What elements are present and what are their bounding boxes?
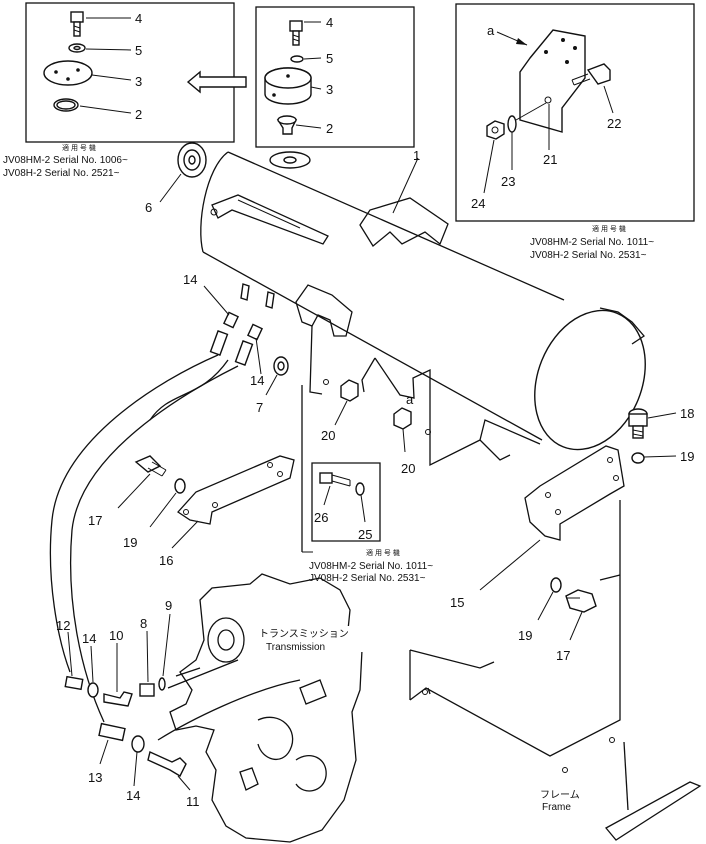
callout-14d: 14	[126, 788, 140, 803]
callout-10: 10	[109, 628, 123, 643]
callout-6: 6	[145, 200, 152, 215]
callout-21: 21	[543, 152, 557, 167]
washer-19a	[631, 452, 645, 464]
tank-support-brackets	[295, 284, 541, 467]
inset-top-left: 4 5 3 2	[25, 2, 235, 143]
clamp-14d	[131, 735, 145, 753]
callout-17a: 17	[88, 513, 102, 528]
callout-18: 18	[680, 406, 694, 421]
bolt-17a	[134, 455, 167, 477]
transmission	[167, 573, 363, 843]
callout-11: 11	[186, 794, 200, 809]
serial-top-left-2: JV08H-2 Serial No. 2521~	[3, 168, 120, 179]
clamp-14b	[247, 323, 263, 341]
air-tank	[200, 151, 646, 451]
callout-23: 23	[501, 174, 515, 189]
callout-5b: 5	[326, 51, 333, 66]
fitting-hose-a	[209, 330, 229, 356]
transmission-label: Transmission	[266, 642, 325, 653]
serial-top-left-1: JV08HM-2 Serial No. 1006~	[3, 155, 128, 166]
callout-7: 7	[256, 400, 263, 415]
bracket-15	[524, 445, 625, 541]
callout-a2: a	[406, 392, 414, 407]
callout-19a: 19	[680, 449, 694, 464]
callout-15: 15	[450, 595, 464, 610]
inset-middle: 26 25	[301, 385, 381, 553]
bolt-17b	[565, 589, 597, 613]
callout-14a: 14	[183, 272, 197, 287]
callout-2a: 2	[135, 107, 142, 122]
drain-cap	[177, 142, 207, 178]
frame	[409, 500, 702, 841]
serial-middle-2: JV08H-2 Serial No. 2531~	[309, 573, 426, 584]
inset-top-right: a 22 21 23 24	[455, 3, 695, 222]
callout-26: 26	[314, 510, 328, 525]
callout-14c: 14	[82, 631, 96, 646]
callout-4a: 4	[135, 11, 142, 26]
inset-top-middle: 4 5 3 2	[255, 6, 415, 148]
callout-4b: 4	[326, 15, 333, 30]
serial-heading-middle: 適 用 号 機	[366, 548, 400, 557]
fitting-13	[98, 722, 126, 742]
fitting-12	[64, 675, 84, 691]
serial-top-right-2: JV08H-2 Serial No. 2531~	[530, 250, 647, 261]
callout-3b: 3	[326, 82, 333, 97]
frame-label-jp: フレーム	[540, 789, 580, 801]
callout-19b: 19	[123, 535, 137, 550]
callout-20a: 20	[321, 428, 335, 443]
arrow-left-icon	[186, 70, 247, 94]
oring-9	[158, 677, 166, 691]
clamp-14a	[223, 311, 239, 329]
washer-19b	[174, 478, 186, 494]
callout-3a: 3	[135, 74, 142, 89]
serial-top-right-1: JV08HM-2 Serial No. 1011~	[530, 237, 654, 248]
clamp-14c	[87, 682, 99, 698]
callout-13: 13	[88, 770, 102, 785]
elbow-11	[147, 751, 187, 777]
serial-middle-1: JV08HM-2 Serial No. 1011~	[309, 561, 433, 572]
callout-19c: 19	[518, 628, 532, 643]
elbow-10	[103, 691, 133, 707]
callout-5a: 5	[135, 43, 142, 58]
callout-14b: 14	[250, 373, 264, 388]
callout-16: 16	[159, 553, 173, 568]
bracket-16	[177, 455, 295, 525]
callout-2b: 2	[326, 121, 333, 136]
callout-24: 24	[471, 196, 485, 211]
adapter-8	[139, 683, 155, 697]
callout-12: 12	[56, 618, 70, 633]
callout-20b: 20	[401, 461, 415, 476]
fitting-7	[273, 356, 289, 376]
callout-9: 9	[165, 598, 172, 613]
nut-20a	[340, 379, 359, 402]
bolt-18	[628, 408, 648, 439]
frame-label: Frame	[542, 802, 571, 813]
air-hoses	[49, 354, 301, 741]
callout-25: 25	[358, 527, 372, 542]
nut-20b	[393, 407, 412, 430]
serial-heading-top-right: 適 用 号 機	[592, 224, 626, 233]
callout-8: 8	[140, 616, 147, 631]
callout-a1: a	[487, 23, 495, 38]
transmission-label-jp: トランスミッション	[259, 628, 349, 640]
serial-heading-top-left: 適 用 号 機	[62, 143, 96, 152]
callout-22: 22	[607, 116, 621, 131]
callout-1: 1	[413, 148, 420, 163]
callout-17b: 17	[556, 648, 570, 663]
fitting-hose-b	[234, 340, 254, 366]
washer-19c	[550, 577, 562, 593]
